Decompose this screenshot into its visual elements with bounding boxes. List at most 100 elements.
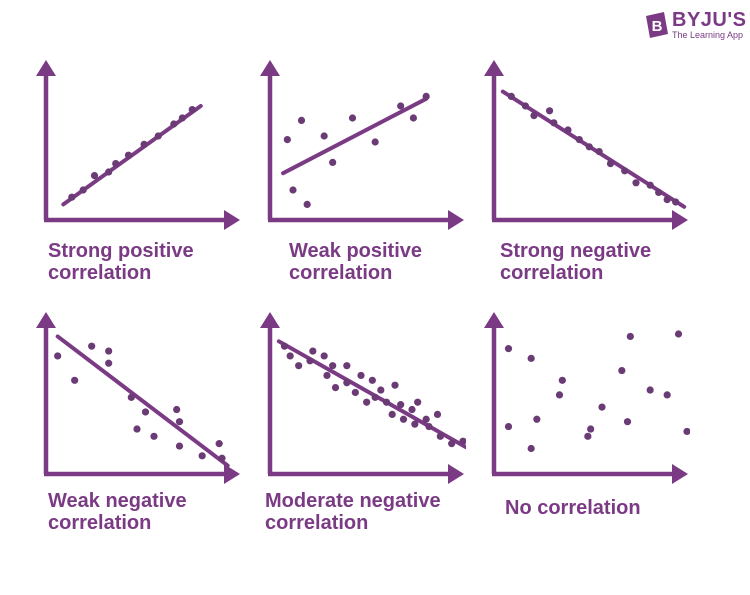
data-point xyxy=(343,379,351,387)
data-point xyxy=(527,444,535,453)
data-point xyxy=(79,186,87,194)
data-point xyxy=(329,158,337,166)
data-point xyxy=(598,403,606,411)
caption-strong-negative: Strong negative correlation xyxy=(500,240,651,284)
data-point xyxy=(618,366,626,375)
data-point xyxy=(382,398,391,406)
data-point xyxy=(564,126,572,134)
caption-no-correlation: No correlation xyxy=(505,497,641,519)
data-point xyxy=(343,362,351,370)
data-point xyxy=(329,362,337,370)
data-point xyxy=(323,371,331,380)
x-axis-arrow-icon xyxy=(672,464,688,484)
data-point xyxy=(504,422,513,431)
data-point xyxy=(397,102,405,110)
data-point xyxy=(105,359,113,367)
caption-moderate-negative: Moderate negative correlation xyxy=(265,490,441,534)
caption-line-1: Weak negative xyxy=(48,490,187,512)
data-point xyxy=(422,92,430,100)
data-point xyxy=(672,198,680,206)
data-point xyxy=(422,415,430,423)
data-point xyxy=(587,425,595,433)
data-point xyxy=(433,410,442,418)
data-point xyxy=(289,186,297,194)
caption-line-1: No correlation xyxy=(505,497,641,519)
data-point xyxy=(215,440,223,448)
caption-weak-positive: Weak positive correlation xyxy=(289,240,422,284)
caption-line-2: correlation xyxy=(289,262,393,284)
data-point xyxy=(105,347,113,355)
data-point xyxy=(283,136,291,144)
data-point xyxy=(507,92,515,100)
byjus-logo-icon: B xyxy=(646,12,668,38)
trend-line xyxy=(55,334,230,468)
data-point xyxy=(558,376,566,384)
plot-no-correlation xyxy=(484,312,690,484)
data-point xyxy=(88,342,96,350)
data-point xyxy=(371,138,379,146)
data-point xyxy=(306,357,314,365)
data-point xyxy=(388,410,396,418)
data-point xyxy=(371,393,379,401)
data-point xyxy=(425,422,433,431)
data-point xyxy=(303,200,311,208)
data-point xyxy=(646,181,654,189)
data-point xyxy=(399,415,408,423)
data-point xyxy=(545,107,554,115)
logo-letter: B xyxy=(652,18,663,35)
data-point xyxy=(397,401,405,409)
data-point xyxy=(173,405,181,414)
data-point xyxy=(218,454,226,462)
caption-line-2: correlation xyxy=(48,512,152,534)
data-point xyxy=(54,352,62,360)
data-point xyxy=(414,398,422,406)
data-point xyxy=(178,114,186,122)
data-point xyxy=(154,132,162,140)
caption-weak-negative: Weak negative correlation xyxy=(48,490,187,534)
brand-tagline: The Learning App xyxy=(672,30,744,40)
caption-strong-positive: Strong positive correlation xyxy=(48,240,194,284)
data-point xyxy=(140,140,148,148)
data-point xyxy=(504,345,513,353)
data-point xyxy=(663,196,671,204)
data-point xyxy=(533,415,541,423)
data-point xyxy=(71,376,79,384)
data-point xyxy=(175,418,184,426)
plot-moderate-negative xyxy=(260,312,466,484)
data-point xyxy=(133,425,141,433)
data-point xyxy=(409,114,418,122)
data-point xyxy=(391,381,399,389)
x-axis-arrow-icon xyxy=(448,210,464,230)
data-point xyxy=(632,179,640,187)
data-point xyxy=(170,120,178,128)
data-point xyxy=(295,362,303,370)
data-point xyxy=(124,151,133,159)
y-axis-arrow-icon xyxy=(36,60,56,76)
data-point xyxy=(527,354,535,362)
y-axis-arrow-icon xyxy=(260,312,280,328)
plot-weak-positive xyxy=(260,60,464,230)
data-point xyxy=(655,188,663,196)
caption-line-1: Strong negative xyxy=(500,240,652,262)
data-point xyxy=(674,330,683,338)
trend-line xyxy=(500,89,687,209)
data-point xyxy=(68,193,76,201)
data-point xyxy=(351,388,359,397)
data-point xyxy=(90,172,99,180)
data-point xyxy=(555,391,564,399)
data-point xyxy=(530,112,538,120)
caption-line-2: correlation xyxy=(265,512,369,534)
data-point xyxy=(626,332,634,341)
plot-strong-negative xyxy=(484,60,688,230)
trend-line xyxy=(281,96,429,176)
caption-line-1: Strong positive xyxy=(48,240,194,262)
x-axis-arrow-icon xyxy=(672,210,688,230)
y-axis-arrow-icon xyxy=(260,60,280,76)
data-point xyxy=(408,405,416,414)
data-point xyxy=(309,347,317,355)
data-point xyxy=(105,168,113,176)
data-point xyxy=(377,386,385,394)
data-point xyxy=(141,408,150,416)
y-axis-arrow-icon xyxy=(484,60,504,76)
plot-weak-negative xyxy=(36,312,240,484)
